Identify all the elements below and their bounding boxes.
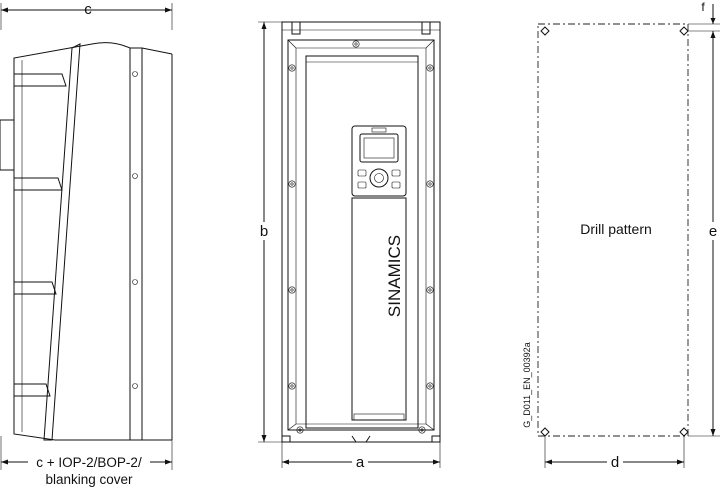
bottom-tab [351,435,371,443]
lug-bottom-left [281,435,291,442]
drill-pattern-view: Drill pattern f e d G_D011_EN_00392a [522,0,720,471]
d-arrow-left [545,459,552,465]
a-label: a [356,454,365,471]
lug-top-right [421,21,431,35]
side-view: c c + IOP-2/B [0,1,173,487]
side-front-plate [129,47,143,441]
cplus-label-bg [28,454,150,470]
f-arrow-top [710,18,716,24]
side-screws [132,71,138,389]
front-view: b [256,21,441,471]
a-arrow-right [433,459,440,465]
side-body [13,42,131,441]
a-label-bg [352,454,368,470]
front-screws [288,40,434,434]
b-arrow-bottom [261,435,267,442]
brand-label: SINAMICS [385,235,404,317]
operator-panel-display [359,133,399,163]
d-label: d [611,454,619,471]
operator-panel [351,125,407,197]
operator-panel-wheel [369,168,389,188]
side-clip [0,119,15,171]
drawing-code: G_D011_EN_00392a [522,342,532,427]
lug-bottom-right [431,435,441,442]
f-label: f [701,0,705,14]
operator-panel-clip [371,127,387,133]
side-top-slope [141,47,173,55]
b-label-bg [256,222,272,240]
e-arrow-top [710,31,716,38]
c-label: c [84,1,92,18]
lug-top-left [291,21,301,35]
b-label: b [260,223,268,240]
drill-outline [537,23,689,437]
e-label-bg [705,222,720,240]
cplus-label-line1: c + IOP-2/BOP-2/ [36,455,142,470]
e-label: e [709,223,717,240]
e-arrow-bottom [710,429,716,436]
cplus-arrow-right [165,459,172,465]
b-arrow-top [261,22,267,29]
side-fins [14,73,67,397]
a-arrow-left [282,459,289,465]
c-arrow-right [165,7,172,13]
front-frame-inner [287,39,435,431]
front-panel [305,55,419,429]
cplus-label-line2: blanking cover [45,472,133,487]
side-cover [43,43,81,441]
d-label-bg [607,454,623,470]
drill-pattern-label: Drill pattern [580,221,652,237]
d-arrow-right [677,459,684,465]
cplus-arrow-left [1,459,8,465]
front-bottom-strip [353,413,405,421]
c-arrow-left [1,7,8,13]
operator-panel-housing [351,125,407,197]
